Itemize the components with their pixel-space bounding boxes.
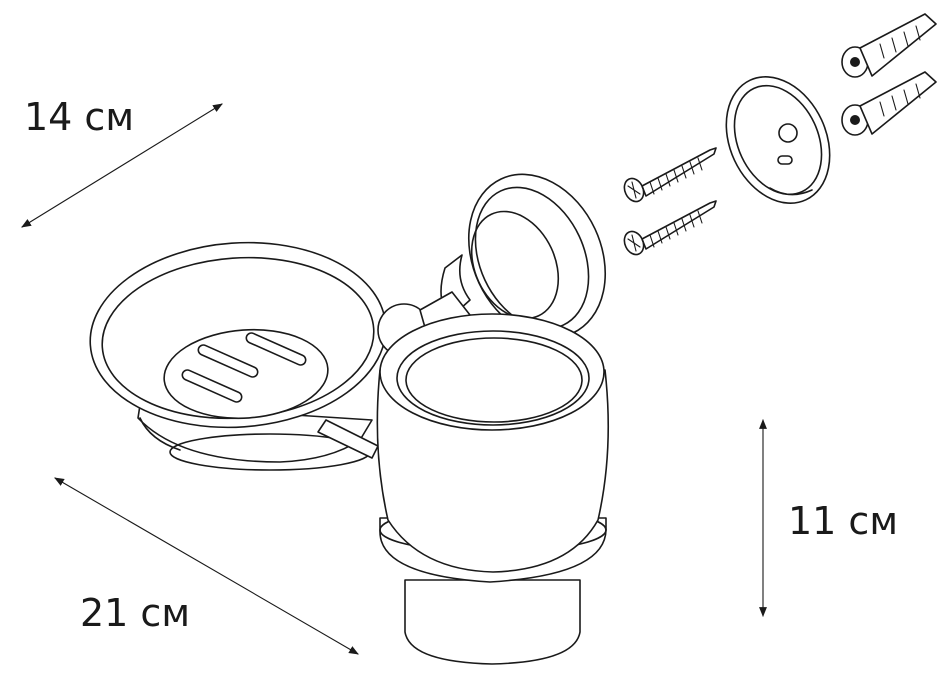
- depth-dimension-line: [21, 103, 223, 228]
- depth-dimension-label: 14 см: [24, 95, 134, 139]
- width-dimension-line: [54, 477, 359, 655]
- wall-plug-top: [841, 13, 937, 78]
- screw-bottom: [623, 200, 717, 256]
- soap-dish: [89, 241, 387, 471]
- screw-top: [623, 147, 717, 203]
- soap-dish-slots: [181, 332, 307, 403]
- mounting-plate: [725, 76, 831, 204]
- width-dimension-label: 21 см: [80, 591, 190, 635]
- tumbler-cup: [376, 313, 610, 665]
- height-dimension-label: 11 см: [788, 499, 898, 543]
- wall-plug-bottom: [841, 71, 937, 136]
